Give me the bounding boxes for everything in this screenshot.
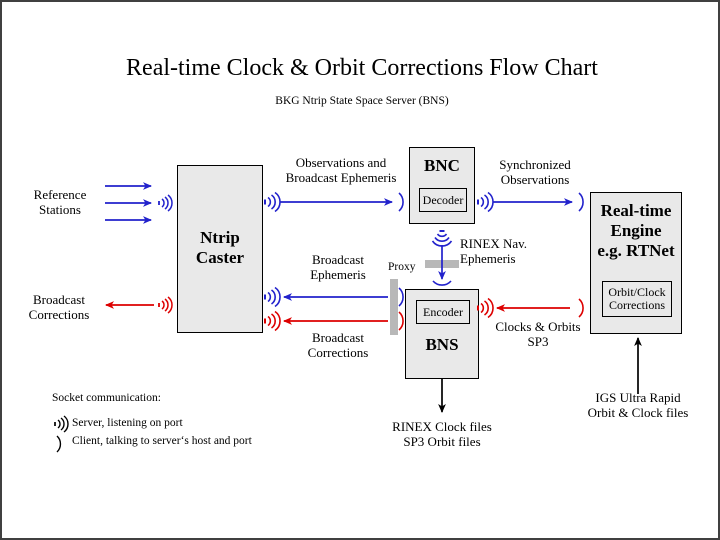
label-rinex-nav-line2: Ephemeris <box>460 251 516 266</box>
bnc-title: BNC <box>424 156 460 175</box>
subbox-encoder[interactable]: Encoder <box>416 300 470 324</box>
legend-server-label: Server, listening on port <box>72 417 183 429</box>
label-clocks-orbits-line2: SP3 <box>527 334 549 349</box>
orbit-clock-label-line2: Corrections <box>609 298 665 312</box>
box-bnc[interactable]: BNC Decoder <box>409 147 475 224</box>
encoder-label: Encoder <box>423 304 463 319</box>
page-subtitle: BKG Ntrip State Space Server (BNS) <box>275 95 449 107</box>
label-rinex-nav-line1: RINEX Nav. <box>460 236 528 251</box>
label-broadcast-ephemeris-line1: Broadcast <box>312 252 364 267</box>
legend-server-icon <box>54 415 69 433</box>
client-socket-icon-bnc-in <box>398 192 404 212</box>
engine-title-line1: Real-time <box>600 201 672 220</box>
bns-title: BNS <box>425 335 459 354</box>
server-socket-icon-caster-out <box>158 296 173 314</box>
label-observations-line2: Broadcast Ephemeris <box>285 170 397 185</box>
server-socket-icon-caster-eph-in <box>264 286 281 308</box>
label-rinex-clock-files-line1: RINEX Clock files <box>392 419 492 434</box>
client-socket-icon-engine-in <box>578 192 584 212</box>
proxy-bar-vertical <box>390 279 398 335</box>
orbit-clock-label-line1: Orbit/Clock <box>608 285 666 299</box>
label-clocks-orbits-line1: Clocks & Orbits <box>495 319 581 334</box>
box-bns[interactable]: Encoder BNS <box>405 289 479 379</box>
label-broadcast-ephemeris-line2: Ephemeris <box>310 267 366 282</box>
server-socket-icon-caster-corr-in <box>264 310 281 332</box>
label-reference-stations-line2: Stations <box>39 202 81 217</box>
label-broadcast-corrections-mid-line2: Corrections <box>307 345 369 360</box>
box-realtime-engine[interactable]: Real-time Engine e.g. RTNet Orbit/Clock … <box>590 192 682 334</box>
label-rinex-clock-files-line2: SP3 Orbit files <box>403 434 481 449</box>
engine-title-line3: e.g. RTNet <box>597 241 675 260</box>
label-igs-line2: Orbit & Clock files <box>587 405 689 420</box>
legend-client-label: Client, talking to server‘s host and por… <box>72 435 252 447</box>
label-broadcast-corrections-left-line1: Broadcast <box>33 292 85 307</box>
ntrip-caster-title-line2: Caster <box>195 248 245 267</box>
label-observations-line1: Observations and <box>295 155 387 170</box>
legend-heading: Socket communication: <box>52 392 161 404</box>
legend-client-icon <box>56 435 62 453</box>
label-reference-stations-line1: Reference <box>33 187 87 202</box>
client-socket-icon-bns-rinex-in <box>432 280 452 286</box>
subbox-decoder[interactable]: Decoder <box>419 188 467 212</box>
label-broadcast-corrections-mid-line1: Broadcast <box>312 330 364 345</box>
client-socket-icon-bns-corr-out <box>398 311 404 331</box>
page-title: Real-time Clock & Orbit Corrections Flow… <box>126 55 598 81</box>
ntrip-caster-title-line1: Ntrip <box>200 228 240 247</box>
server-socket-icon-caster-in <box>158 194 173 212</box>
server-socket-icon-caster-obs <box>264 191 281 213</box>
label-broadcast-corrections-left-line2: Corrections <box>28 307 90 322</box>
engine-title-line2: Engine <box>610 221 662 240</box>
server-socket-icon-bns-clk-in <box>477 297 494 319</box>
server-socket-icon-bnc-out <box>477 191 494 213</box>
decoder-label: Decoder <box>422 192 464 207</box>
label-synchronized-line2: Observations <box>500 172 570 187</box>
proxy-label: Proxy <box>388 261 416 273</box>
subbox-orbit-clock-corrections[interactable]: Orbit/Clock Corrections <box>602 281 672 317</box>
label-igs-line1: IGS Ultra Rapid <box>595 390 681 405</box>
client-socket-icon-engine-clk-out <box>578 298 584 318</box>
client-socket-icon-bns-eph-out <box>398 287 404 307</box>
box-ntrip-caster[interactable]: Ntrip Caster <box>177 165 263 333</box>
label-synchronized-line1: Synchronized <box>499 157 571 172</box>
server-socket-icon-rinex-out <box>431 230 453 247</box>
